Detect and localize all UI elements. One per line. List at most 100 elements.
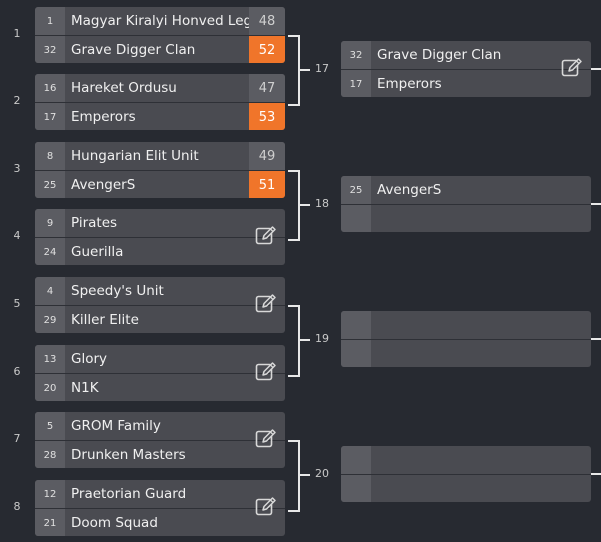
team-name: [377, 340, 557, 367]
seed-number: 24: [35, 238, 65, 265]
team-name: AvengerS: [377, 182, 442, 198]
team-slot[interactable]: 32 Grave Digger Clan 52: [35, 35, 285, 63]
seed-number: [341, 311, 371, 339]
team-name: Emperors: [377, 76, 442, 92]
team-slot[interactable]: 17 Emperors 53: [35, 102, 285, 130]
match-19[interactable]: [341, 311, 591, 367]
match-20[interactable]: [341, 446, 591, 502]
team-name: Grave Digger Clan: [71, 42, 196, 58]
seed-number: 25: [35, 171, 65, 198]
team-slot[interactable]: 25 AvengerS 51: [35, 170, 285, 198]
seed-number: 32: [35, 36, 65, 63]
pencil-edit-icon[interactable]: [255, 496, 277, 518]
winning-score: 52: [249, 36, 285, 63]
score: 49: [249, 142, 285, 170]
team-name: AvengerS: [71, 177, 136, 193]
pencil-edit-icon[interactable]: [255, 293, 277, 315]
match-7[interactable]: 5 GROM Family 28 Drunken Masters: [35, 412, 285, 468]
match-number: 20: [315, 467, 329, 480]
team-name: Grave Digger Clan: [377, 47, 502, 63]
team-name: Drunken Masters: [71, 447, 186, 463]
team-slot[interactable]: [341, 311, 591, 339]
team-slot[interactable]: [341, 474, 591, 502]
seed-number: 13: [35, 345, 65, 373]
team-name: Killer Elite: [71, 312, 139, 328]
match-4[interactable]: 9 Pirates 24 Guerilla: [35, 209, 285, 265]
seed-number: 29: [35, 306, 65, 333]
team-slot[interactable]: 21 Doom Squad: [35, 508, 285, 536]
bracket-connector: [288, 170, 300, 241]
team-name: Guerilla: [71, 244, 124, 260]
match-number: 18: [315, 197, 329, 210]
connector-line: [300, 69, 310, 71]
winning-score: 51: [249, 171, 285, 198]
seed-number: [341, 446, 371, 474]
seed-number: [341, 340, 371, 367]
connector-line: [591, 473, 601, 475]
bracket-connector: [288, 35, 300, 106]
bracket-connector: [288, 440, 300, 512]
team-slot[interactable]: [341, 204, 591, 232]
connector-line: [591, 203, 601, 205]
seed-number: 32: [341, 41, 371, 69]
team-slot[interactable]: 12 Praetorian Guard: [35, 480, 285, 508]
seed-number: 1: [35, 7, 65, 35]
match-8[interactable]: 12 Praetorian Guard 21 Doom Squad: [35, 480, 285, 536]
team-name: Pirates: [71, 215, 118, 231]
pencil-edit-icon[interactable]: [255, 428, 277, 450]
match-number: 4: [13, 229, 21, 242]
match-number: 17: [315, 62, 329, 75]
team-name: [377, 446, 557, 474]
score: 48: [249, 7, 285, 35]
match-number: 19: [315, 332, 329, 345]
match-number: 3: [13, 162, 21, 175]
team-name: Doom Squad: [71, 515, 158, 531]
team-name: Emperors: [71, 109, 136, 125]
seed-number: [341, 205, 371, 232]
team-slot[interactable]: [341, 339, 591, 367]
winning-score: 53: [249, 103, 285, 130]
team-slot[interactable]: [341, 446, 591, 474]
seed-number: [341, 475, 371, 502]
pencil-edit-icon[interactable]: [561, 57, 583, 79]
team-slot[interactable]: 28 Drunken Masters: [35, 440, 285, 468]
team-name: Praetorian Guard: [71, 486, 187, 502]
seed-number: 5: [35, 412, 65, 440]
seed-number: 20: [35, 374, 65, 401]
team-name: [377, 311, 557, 339]
team-slot[interactable]: 5 GROM Family: [35, 412, 285, 440]
pencil-edit-icon[interactable]: [255, 225, 277, 247]
seed-number: 17: [35, 103, 65, 130]
team-slot[interactable]: 24 Guerilla: [35, 237, 285, 265]
seed-number: 12: [35, 480, 65, 508]
pencil-edit-icon[interactable]: [255, 361, 277, 383]
connector-line: [300, 474, 310, 476]
team-slot[interactable]: 29 Killer Elite: [35, 305, 285, 333]
seed-number: 21: [35, 509, 65, 536]
team-name: GROM Family: [71, 418, 161, 434]
seed-number: 9: [35, 209, 65, 237]
match-number: 8: [13, 500, 21, 513]
team-slot[interactable]: 9 Pirates: [35, 209, 285, 237]
seed-number: 4: [35, 277, 65, 305]
seed-number: 28: [35, 441, 65, 468]
match-number: 6: [13, 365, 21, 378]
match-number: 1: [13, 27, 21, 40]
seed-number: 16: [35, 74, 65, 102]
team-slot[interactable]: 32 Grave Digger Clan: [341, 41, 591, 69]
